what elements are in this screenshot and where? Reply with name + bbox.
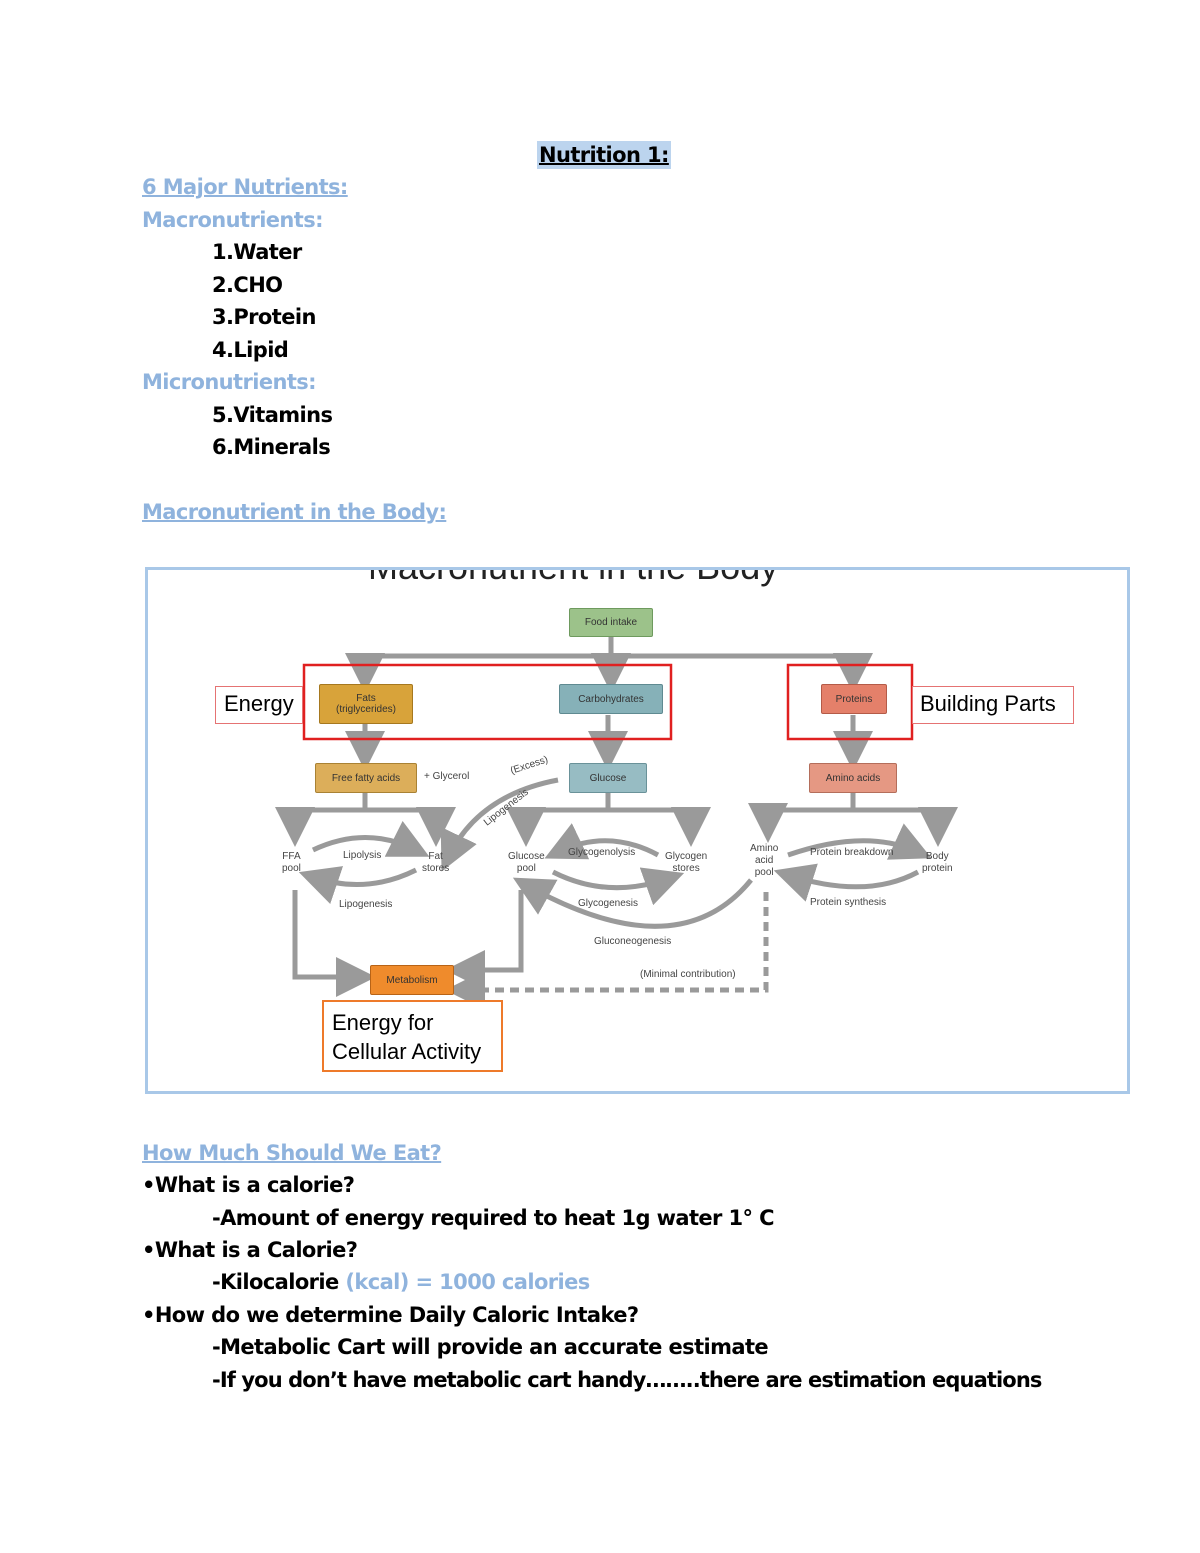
body-protein-label: Body protein — [922, 851, 953, 874]
figure-title: Macronutrient in the Body — [368, 570, 778, 588]
energy-callout: Energy — [215, 686, 303, 724]
fats-sub-label: (triglycerides) — [335, 704, 396, 715]
body-section-heading: Macronutrient in the Body: — [142, 500, 447, 524]
kilocalorie-prefix: -Kilocalorie — [212, 1270, 346, 1294]
glucose-pool-label: Glucose pool — [508, 851, 545, 874]
lipolysis-label: Lipolysis — [343, 850, 382, 861]
macro-item: 3.Protein — [212, 305, 316, 329]
food-intake-node: Food intake — [569, 608, 653, 637]
major-nutrients-heading: 6 Major Nutrients: — [142, 175, 348, 199]
answer-metabolic-cart: -Metabolic Cart will provide an accurate… — [212, 1335, 769, 1359]
calories-heading: How Much Should We Eat? — [142, 1141, 442, 1165]
glycerol-label: + Glycerol — [424, 771, 470, 782]
fats-label: Fats — [356, 693, 376, 704]
glycogen-stores-label: Glycogen stores — [665, 851, 708, 874]
protein-synthesis-label: Protein synthesis — [810, 897, 887, 908]
proteins-node: Proteins — [821, 684, 887, 714]
glucose-node: Glucose — [569, 763, 647, 793]
metabolism-node: Metabolism — [370, 965, 454, 995]
macronutrients-heading: Macronutrients: — [142, 208, 324, 232]
fat-stores-label: Fat stores — [422, 851, 450, 874]
minimal-contribution-label: (Minimal contribution) — [640, 969, 736, 980]
answer-calorie: -Amount of energy required to heat 1g wa… — [212, 1206, 775, 1230]
answer-kilocalorie: -Kilocalorie (kcal) = 1000 calories — [212, 1268, 590, 1296]
energy-cellular-callout: Energy for Cellular Activity — [322, 1000, 503, 1072]
micronutrients-heading: Micronutrients: — [142, 370, 317, 394]
micro-item: 6.Minerals — [212, 435, 331, 459]
free-fatty-acids-node: Free fatty acids — [315, 763, 417, 793]
diagram-arrows — [275, 637, 958, 1010]
gluconeogenesis-label: Gluconeogenesis — [594, 936, 672, 947]
macronutrient-flow-diagram: Macronutrient in the Body — [145, 567, 1130, 1094]
energy-cellular-line2: Cellular Activity — [332, 1039, 482, 1064]
ffa-pool-label: FFA pool — [282, 851, 301, 874]
macro-item: 2.CHO — [212, 273, 283, 297]
macro-item: 1.Water — [212, 240, 302, 264]
glycogenesis-label: Glycogenesis — [578, 898, 639, 909]
question-kilocalorie: •What is a Calorie? — [142, 1238, 358, 1262]
micro-item: 5.Vitamins — [212, 403, 333, 427]
building-parts-callout: Building Parts — [912, 686, 1074, 724]
energy-cellular-line1: Energy for — [332, 1010, 434, 1035]
kcal-highlight: (kcal) = 1000 calories — [345, 1270, 590, 1294]
glycogenolysis-label: Glycogenolysis — [568, 847, 636, 858]
amino-acid-pool-label: Amino acid pool — [750, 843, 779, 878]
carbohydrates-node: Carbohydrates — [559, 684, 663, 714]
page-title: Nutrition 1: — [537, 141, 671, 169]
answer-estimation-equations: -If you don’t have metabolic cart handy…… — [212, 1368, 1042, 1392]
question-daily-intake: •How do we determine Daily Caloric Intak… — [142, 1303, 639, 1327]
question-calorie: •What is a calorie? — [142, 1173, 355, 1197]
amino-acids-node: Amino acids — [809, 763, 897, 793]
lipogenesis-label: Lipogenesis — [339, 899, 393, 910]
macro-item: 4.Lipid — [212, 338, 289, 362]
fats-node: Fats (triglycerides) — [319, 684, 413, 724]
protein-breakdown-label: Protein breakdown — [810, 847, 894, 858]
